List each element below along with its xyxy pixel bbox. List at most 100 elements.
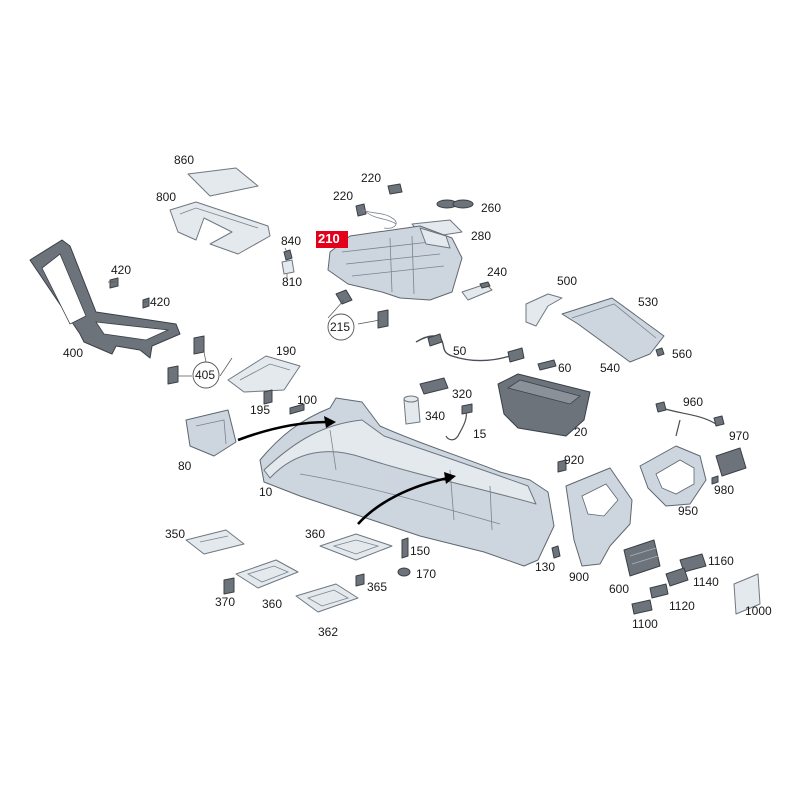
part-label-130[interactable]: 130 xyxy=(535,560,555,574)
part-1120-button[interactable] xyxy=(649,583,669,599)
part-360-tray-lower[interactable] xyxy=(235,559,299,589)
part-label-215[interactable]: 215 xyxy=(330,320,350,334)
part-362-tray[interactable] xyxy=(295,583,359,613)
part-195-screw[interactable] xyxy=(263,389,273,405)
part-340-cup[interactable] xyxy=(403,395,421,425)
part-label-20[interactable]: 20 xyxy=(574,425,588,439)
part-405-group[interactable] xyxy=(167,335,233,389)
part-label-340[interactable]: 340 xyxy=(425,409,445,423)
part-500-cover[interactable] xyxy=(525,293,563,327)
part-530-lid[interactable] xyxy=(561,297,665,363)
part-20-bin[interactable] xyxy=(497,373,591,437)
part-950-frame[interactable] xyxy=(639,445,707,507)
part-220-connectors[interactable] xyxy=(355,183,403,229)
part-label-10[interactable]: 10 xyxy=(259,485,273,499)
part-label-405[interactable]: 405 xyxy=(195,368,215,382)
part-label-950[interactable]: 950 xyxy=(678,504,698,518)
part-label-400[interactable]: 400 xyxy=(63,346,83,360)
part-130-clip[interactable] xyxy=(551,545,561,559)
part-60-connector[interactable] xyxy=(537,359,557,371)
part-170-nut[interactable] xyxy=(397,567,411,577)
part-210-module[interactable] xyxy=(327,225,463,301)
part-label-280[interactable]: 280 xyxy=(471,229,491,243)
part-label-860[interactable]: 860 xyxy=(174,153,194,167)
part-840-clip[interactable] xyxy=(283,249,293,261)
part-80-bracket[interactable] xyxy=(185,409,237,457)
part-label-1160[interactable]: 1160 xyxy=(708,554,734,568)
part-label-240[interactable]: 240 xyxy=(487,265,507,279)
part-810-clip[interactable] xyxy=(281,259,295,275)
part-label-1000[interactable]: 1000 xyxy=(745,604,772,618)
part-label-920[interactable]: 920 xyxy=(564,453,584,467)
part-label-560[interactable]: 560 xyxy=(672,347,692,361)
part-label-220[interactable]: 220 xyxy=(361,171,381,185)
part-label-1120[interactable]: 1120 xyxy=(669,599,695,613)
part-980-switch[interactable] xyxy=(711,447,747,485)
part-label-800[interactable]: 800 xyxy=(156,190,176,204)
part-label-170[interactable]: 170 xyxy=(416,567,436,581)
part-label-980[interactable]: 980 xyxy=(714,483,734,497)
part-190-tray[interactable] xyxy=(227,355,301,393)
part-label-15[interactable]: 15 xyxy=(473,427,487,441)
part-label-530[interactable]: 530 xyxy=(638,295,658,309)
part-label-1100[interactable]: 1100 xyxy=(632,617,658,631)
part-215-group[interactable] xyxy=(327,289,389,341)
part-label-260[interactable]: 260 xyxy=(481,201,501,215)
part-400-frame[interactable] xyxy=(29,239,181,359)
part-800-trim-frame[interactable] xyxy=(169,201,271,255)
part-label-540[interactable]: 540 xyxy=(600,361,620,375)
part-label-370[interactable]: 370 xyxy=(215,595,235,609)
part-label-970[interactable]: 970 xyxy=(729,429,749,443)
part-350-plate[interactable] xyxy=(185,529,245,555)
part-label-500[interactable]: 500 xyxy=(557,274,577,288)
part-560-pin[interactable] xyxy=(655,347,665,357)
part-label-362[interactable]: 362 xyxy=(318,625,338,639)
part-label-420[interactable]: 420 xyxy=(111,263,131,277)
part-label-420[interactable]: 420 xyxy=(150,295,170,309)
part-150-screw[interactable] xyxy=(401,537,409,559)
part-100-screw[interactable] xyxy=(289,403,305,415)
part-365-clip[interactable] xyxy=(355,573,365,587)
part-label-320[interactable]: 320 xyxy=(452,387,472,401)
part-label-365[interactable]: 365 xyxy=(367,580,387,594)
part-1140-button[interactable] xyxy=(665,567,689,587)
part-320-clip[interactable] xyxy=(419,377,449,395)
part-label-1140[interactable]: 1140 xyxy=(693,575,719,589)
part-1000-panel[interactable] xyxy=(733,573,761,615)
part-960-cable[interactable] xyxy=(655,401,725,437)
part-420-screw-a[interactable] xyxy=(109,277,119,289)
part-50-cable[interactable] xyxy=(415,333,525,363)
part-label-900[interactable]: 900 xyxy=(569,570,589,584)
part-920-screw[interactable] xyxy=(557,459,567,473)
part-1100-button[interactable] xyxy=(631,599,653,615)
part-label-220[interactable]: 220 xyxy=(333,189,353,203)
part-label-810[interactable]: 810 xyxy=(282,275,302,289)
part-label-100[interactable]: 100 xyxy=(297,393,317,407)
part-label-360[interactable]: 360 xyxy=(262,597,282,611)
part-label-60[interactable]: 60 xyxy=(558,361,572,375)
part-420-screw-b[interactable] xyxy=(142,297,150,309)
part-label-360[interactable]: 360 xyxy=(305,527,325,541)
part-260-pads[interactable] xyxy=(436,199,474,209)
part-label-195[interactable]: 195 xyxy=(250,403,270,417)
part-label-190[interactable]: 190 xyxy=(276,344,296,358)
part-240-bracket[interactable] xyxy=(461,281,493,301)
part-label-840[interactable]: 840 xyxy=(281,234,301,248)
part-label-600[interactable]: 600 xyxy=(609,582,629,596)
part-370-clip[interactable] xyxy=(223,577,235,595)
part-label-210[interactable]: 210 xyxy=(318,231,340,246)
part-label-150[interactable]: 150 xyxy=(410,544,430,558)
part-600-switch-block[interactable] xyxy=(623,539,661,577)
part-label-50[interactable]: 50 xyxy=(453,344,467,358)
part-15-cable[interactable] xyxy=(445,403,473,441)
part-900-rear-panel[interactable] xyxy=(565,467,633,567)
part-10-console[interactable] xyxy=(259,397,555,567)
part-label-960[interactable]: 960 xyxy=(683,395,703,409)
part-label-350[interactable]: 350 xyxy=(165,527,185,541)
part-860-cover[interactable] xyxy=(187,167,259,197)
part-label-80[interactable]: 80 xyxy=(178,459,192,473)
part-360-tray-upper[interactable] xyxy=(319,533,393,561)
part-labels: 860 800 220 220 260 210 280 840 810 240 420 420 400 2… xyxy=(63,153,772,639)
